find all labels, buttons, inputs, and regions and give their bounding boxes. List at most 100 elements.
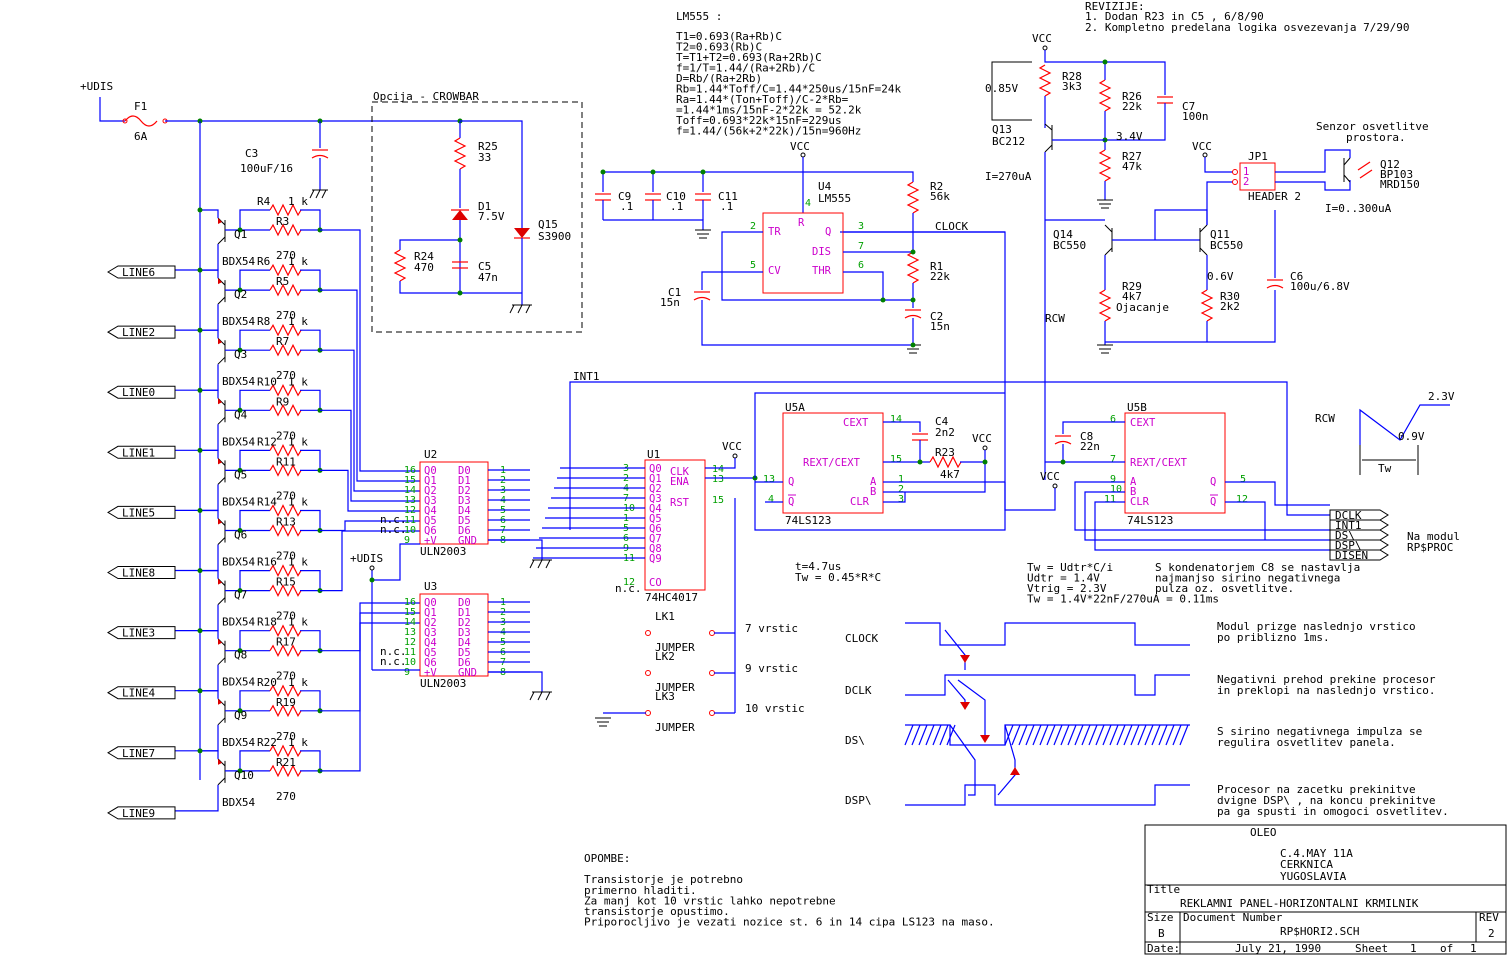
q15-value: S3900: [538, 230, 571, 243]
line-connector: [107, 806, 176, 820]
c8-label: C8: [1080, 430, 1093, 443]
uln-out-pin: D5: [458, 515, 471, 527]
svg-text:13: 13: [712, 474, 724, 485]
u2-chip: [419, 461, 489, 545]
t47-label: t=4.7us: [795, 560, 841, 573]
r2-label: R2: [930, 180, 943, 193]
svg-text:CV: CV: [768, 265, 781, 277]
uln-in-pin: Q6: [424, 657, 437, 669]
output-connector: [1329, 529, 1389, 541]
u1-pin: Q6: [649, 523, 662, 535]
resistor-top-label: R14: [257, 496, 277, 509]
u5a-type: 74LS123: [785, 514, 831, 527]
vcc-u4-label: VCC: [790, 140, 810, 153]
r30-label: R30: [1220, 290, 1240, 303]
lm555-note-line: T2=0.693(Rb)C: [676, 41, 762, 54]
transistor-label: Q2: [234, 288, 247, 301]
svg-text:11: 11: [404, 647, 416, 658]
timing-note-line: in preklopi na naslednjo vrstico.: [1217, 684, 1436, 697]
svg-text:15: 15: [890, 454, 902, 465]
line-connector: [107, 445, 176, 459]
resistor-bot-label: R9: [276, 395, 289, 408]
svg-text:1: 1: [1243, 166, 1249, 178]
svg-text:B: B: [1130, 486, 1136, 498]
nc-label: n.c.: [615, 582, 642, 595]
tb-doc: RP$HORI2.SCH: [1280, 925, 1359, 938]
line-connector-label: LINE0: [122, 386, 155, 399]
svg-text:B: B: [870, 486, 876, 498]
resistor-bot-value: 270: [276, 730, 296, 743]
resistor-bot-value: 270: [276, 610, 296, 623]
transistor-label: Q1: [234, 228, 247, 241]
line-connector-label: LINE6: [122, 266, 155, 279]
lm555-notes: T1=0.693(Ra+Rb)CT2=0.693(Rb)CT=T1+T2=0.6…: [676, 30, 902, 138]
uln-out-pin: D5: [458, 647, 471, 659]
resistor-bot-label: R5: [276, 275, 289, 288]
u1-pin: Q0: [649, 463, 662, 475]
vcc-jp1-label: VCC: [1192, 140, 1212, 153]
transistor-label: Q5: [234, 468, 247, 481]
tb-doc-label: Document Number: [1183, 911, 1283, 924]
q15-label: Q15: [538, 218, 558, 231]
resistor-bot-value: 270: [276, 309, 296, 322]
output-connector: [1329, 549, 1389, 561]
r25-label: R25: [478, 140, 498, 153]
u1-label: U1: [647, 448, 660, 461]
svg-text:3: 3: [858, 221, 864, 232]
resistor-top-label: R4: [257, 195, 271, 208]
r1-value: 22k: [930, 270, 950, 283]
r26-label: R26: [1122, 90, 1142, 103]
output-connector-label: DISEN: [1335, 549, 1368, 562]
svg-text:9: 9: [1110, 474, 1116, 485]
line-connector-label: LINE1: [122, 446, 155, 459]
tb-rev: 2: [1488, 927, 1495, 940]
svg-text:R: R: [798, 217, 805, 229]
timing-note-line: S sirino negativnega impulza se: [1217, 725, 1422, 738]
r23-value: 4k7: [940, 468, 960, 481]
uln-in-pin: Q2: [424, 617, 437, 629]
uln-in-pin: Q4: [424, 505, 437, 517]
clock-net-label: CLOCK: [935, 220, 968, 233]
resistor-bot-label: R19: [276, 696, 296, 709]
c5-value: 47n: [478, 271, 498, 284]
jumper-option: 9 vrstic: [745, 662, 798, 675]
r26-value: 22k: [1122, 100, 1142, 113]
c8-note-line: pulza oz. osvetlitve.: [1155, 582, 1294, 595]
v34-label: 3.4V: [1116, 130, 1143, 143]
fuse-f1: [124, 115, 158, 127]
revisions-title: REVIZIJE:: [1085, 0, 1145, 13]
line-connector-label: LINE2: [122, 326, 155, 339]
uln-out-pin: GND: [458, 535, 477, 547]
transistor-label: Q4: [234, 408, 248, 421]
c6-value: 100u/6.8V: [1290, 280, 1350, 293]
jumper-type: JUMPER: [655, 641, 695, 654]
tb-addr1: C.4.MAY 11A: [1280, 847, 1353, 860]
u1-pin: Q2: [649, 483, 662, 495]
uln-out-pin: D1: [458, 475, 471, 487]
uln-out-pin: D1: [458, 607, 471, 619]
timing-note-line: dvigne DSP\ , na koncu prekinitve: [1217, 794, 1436, 807]
crowbar-box: [371, 101, 583, 333]
title-block: OLEO C.4.MAY 11A CERKNICA YUGOSLAVIA Tit…: [1144, 824, 1507, 955]
udis-mid-label: +UDIS: [350, 552, 383, 565]
lm555-note-line: Rb=1.44*Toff/C=1.44*250us/15nF=24k: [676, 83, 902, 96]
tb-rev-label: REV: [1479, 911, 1499, 924]
svg-text:2: 2: [1243, 176, 1249, 188]
jumper-label: LK1: [655, 610, 675, 623]
v06-label: 0.6V: [1207, 270, 1234, 283]
tw-note-line: Udtr = 1.4V: [1027, 572, 1100, 585]
uln-in-pin: +V: [424, 667, 437, 679]
c8-value: 22n: [1080, 440, 1100, 453]
timing-note-line: po priblizno 1ms.: [1217, 631, 1330, 644]
u1-pin: Q9: [649, 553, 662, 565]
v09-label: 0.9V: [1398, 430, 1425, 443]
vcc-sensor-label: VCC: [1032, 32, 1052, 45]
c8-note-line: S kondenatorjem C8 se nastavlja: [1155, 561, 1360, 574]
uln-in-pin: Q4: [424, 637, 437, 649]
tw-note-line: Tw = Udtr*C/i: [1027, 561, 1113, 574]
svg-text:3: 3: [898, 494, 904, 505]
transistor-label: Q7: [234, 589, 247, 602]
tw-note-line: Tw = 1.4V*22nF/270uA = 0.11ms: [1027, 593, 1219, 606]
uln-out-pin: D6: [458, 657, 471, 669]
